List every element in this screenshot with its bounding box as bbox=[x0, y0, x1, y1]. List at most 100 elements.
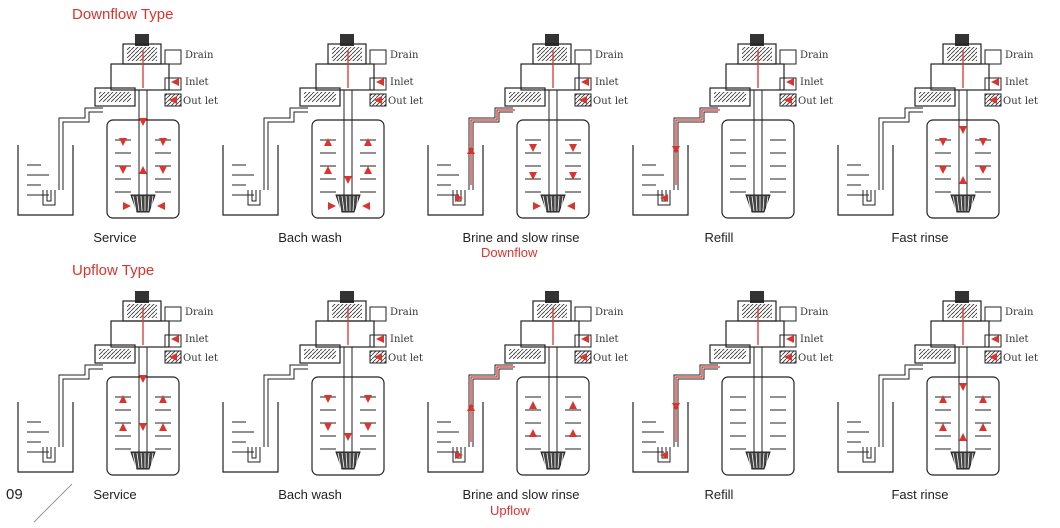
valve-head bbox=[504, 34, 592, 107]
valve-head bbox=[709, 34, 797, 107]
resin-tank bbox=[721, 90, 795, 219]
resin-tank bbox=[106, 90, 180, 219]
drain-label: Drain bbox=[595, 307, 624, 318]
flow-arrows bbox=[119, 307, 167, 431]
stage-label-fastrinse-upflow: Fast rinse bbox=[891, 487, 949, 502]
brine-tank bbox=[427, 402, 484, 473]
inlet-label: Inlet bbox=[185, 77, 209, 88]
resin-tank bbox=[926, 347, 1000, 476]
stage-label-fastrinse-downflow: Fast rinse bbox=[891, 230, 949, 245]
brine-tank bbox=[17, 402, 74, 473]
outlet-label: Out let bbox=[798, 353, 833, 364]
flow-arrows bbox=[324, 50, 372, 210]
valve-head bbox=[709, 291, 797, 364]
brine-tank bbox=[837, 402, 894, 473]
valve-head bbox=[299, 291, 387, 364]
flow-arrows bbox=[455, 307, 577, 459]
flow-arrows bbox=[455, 50, 577, 210]
brine-tank bbox=[837, 145, 894, 216]
brine-tank bbox=[427, 145, 484, 216]
resin-tank bbox=[516, 347, 590, 476]
brine-tank bbox=[632, 145, 689, 216]
downflow-subtitle: Downflow bbox=[481, 245, 538, 260]
inlet-label: Inlet bbox=[390, 77, 414, 88]
brine-tank bbox=[632, 402, 689, 473]
drain-label: Drain bbox=[185, 307, 214, 318]
outlet-label: Out let bbox=[183, 353, 218, 364]
stage-label-refill-upflow: Refill bbox=[704, 487, 734, 502]
valve-head bbox=[94, 34, 182, 107]
stage-label-service-upflow: Service bbox=[93, 487, 137, 502]
valve-head bbox=[914, 34, 1002, 107]
outlet-label: Out let bbox=[183, 96, 218, 107]
stage-label-refill-downflow: Refill bbox=[704, 230, 734, 245]
outlet-label: Out let bbox=[593, 353, 628, 364]
downflow-section-title: Downflow Type bbox=[72, 6, 174, 23]
outlet-label: Out let bbox=[1003, 353, 1038, 364]
drain-label: Drain bbox=[800, 307, 829, 318]
brine-tank bbox=[222, 145, 279, 216]
outlet-label: Out let bbox=[798, 96, 833, 107]
brine-tank bbox=[17, 145, 74, 216]
valve-head bbox=[299, 34, 387, 107]
stage-label-brine-upflow: Brine and slow rinse bbox=[462, 487, 580, 502]
drain-label: Drain bbox=[595, 50, 624, 61]
inlet-label: Inlet bbox=[1005, 334, 1029, 345]
drain-label: Drain bbox=[1005, 50, 1034, 61]
stage-label-backwash-upflow: Bach wash bbox=[278, 487, 342, 502]
page-number: 09 bbox=[6, 486, 23, 503]
resin-tank bbox=[106, 347, 180, 476]
drain-label: Drain bbox=[390, 307, 419, 318]
drain-label: Drain bbox=[1005, 307, 1034, 318]
resin-tank bbox=[721, 347, 795, 476]
stage-label-brine-downflow: Brine and slow rinse bbox=[462, 230, 580, 245]
outlet-label: Out let bbox=[1003, 96, 1038, 107]
resin-tank bbox=[311, 347, 385, 476]
outlet-label: Out let bbox=[593, 96, 628, 107]
flow-arrows bbox=[119, 50, 167, 210]
drain-label: Drain bbox=[185, 50, 214, 61]
inlet-label: Inlet bbox=[800, 77, 824, 88]
page-corner-mark bbox=[33, 483, 73, 523]
resin-tank bbox=[926, 90, 1000, 219]
stage-label-backwash-downflow: Bach wash bbox=[278, 230, 342, 245]
flow-arrows bbox=[660, 50, 759, 202]
flow-arrows bbox=[660, 307, 759, 459]
flow-arrows bbox=[324, 307, 372, 441]
outlet-label: Out let bbox=[388, 353, 423, 364]
brine-tank bbox=[222, 402, 279, 473]
outlet-label: Out let bbox=[388, 96, 423, 107]
stage-label-service-downflow: Service bbox=[93, 230, 137, 245]
inlet-label: Inlet bbox=[1005, 77, 1029, 88]
inlet-label: Inlet bbox=[185, 334, 209, 345]
upflow-subtitle: Upflow bbox=[490, 503, 530, 518]
upflow-section-title: Upflow Type bbox=[72, 262, 155, 279]
flow-arrows bbox=[939, 50, 987, 184]
inlet-label: Inlet bbox=[800, 334, 824, 345]
valve-head bbox=[914, 291, 1002, 364]
inlet-label: Inlet bbox=[595, 334, 619, 345]
inlet-label: Inlet bbox=[595, 77, 619, 88]
valve-head bbox=[504, 291, 592, 364]
inlet-label: Inlet bbox=[390, 334, 414, 345]
resin-tank bbox=[311, 90, 385, 219]
drain-label: Drain bbox=[390, 50, 419, 61]
drain-label: Drain bbox=[800, 50, 829, 61]
